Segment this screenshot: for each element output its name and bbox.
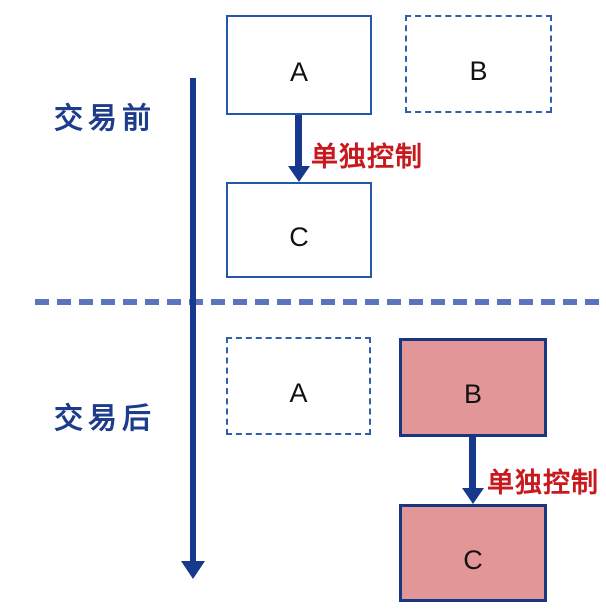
before-control-label: 单独控制 [311, 142, 423, 173]
box-after-b-label: B [463, 379, 482, 409]
timeline-arrowhead-icon [181, 561, 205, 579]
before-control-arrowhead-icon [288, 166, 310, 182]
box-after-c: C [399, 504, 547, 602]
phase-label-before: 交易前 [54, 101, 157, 135]
timeline-arrow-shaft [190, 78, 196, 563]
box-after-b: B [399, 338, 547, 437]
box-before-b-label: B [469, 55, 488, 86]
phase-label-after: 交易后 [54, 401, 157, 435]
before-control-arrow-shaft [295, 115, 302, 167]
box-before-a: A [226, 15, 372, 115]
box-before-c: C [226, 182, 372, 278]
box-after-c-label: C [463, 544, 483, 575]
box-before-b: B [405, 15, 552, 113]
after-control-arrowhead-icon [462, 488, 484, 504]
phase-divider [35, 299, 601, 305]
after-control-label: 单独控制 [487, 468, 599, 499]
box-after-a-label: A [289, 377, 308, 408]
box-before-a-label: A [289, 56, 308, 87]
box-before-c-label: C [289, 221, 309, 252]
box-after-a: A [226, 337, 371, 435]
after-control-arrow-shaft [469, 437, 476, 489]
